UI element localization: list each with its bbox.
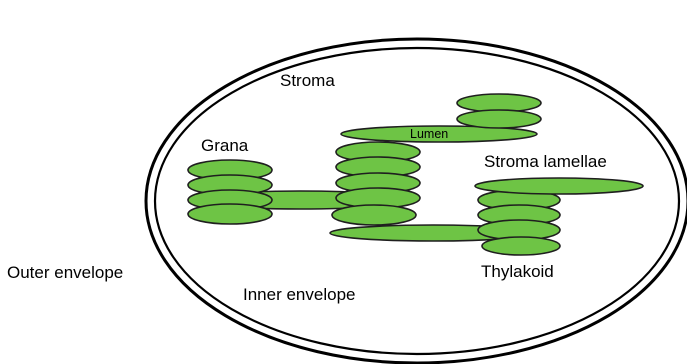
- label-inner-envelope: Inner envelope: [243, 285, 355, 304]
- thylakoid-disk: [188, 204, 272, 224]
- thylakoid-disk: [332, 205, 416, 225]
- granum-right: [478, 190, 560, 255]
- label-stroma-lamellae: Stroma lamellae: [484, 152, 607, 171]
- label-thylakoid: Thylakoid: [481, 262, 554, 281]
- granum-middle: [332, 142, 420, 225]
- label-stroma: Stroma: [280, 71, 335, 90]
- granum-upper-right: [457, 94, 541, 128]
- thylakoid-disk: [457, 110, 541, 128]
- stroma-lamella-right: [475, 178, 643, 194]
- label-grana: Grana: [201, 136, 249, 155]
- label-outer-envelope: Outer envelope: [7, 263, 123, 282]
- thylakoid-disk: [482, 237, 560, 255]
- label-lumen: Lumen: [410, 127, 448, 141]
- granum-left: [188, 160, 272, 224]
